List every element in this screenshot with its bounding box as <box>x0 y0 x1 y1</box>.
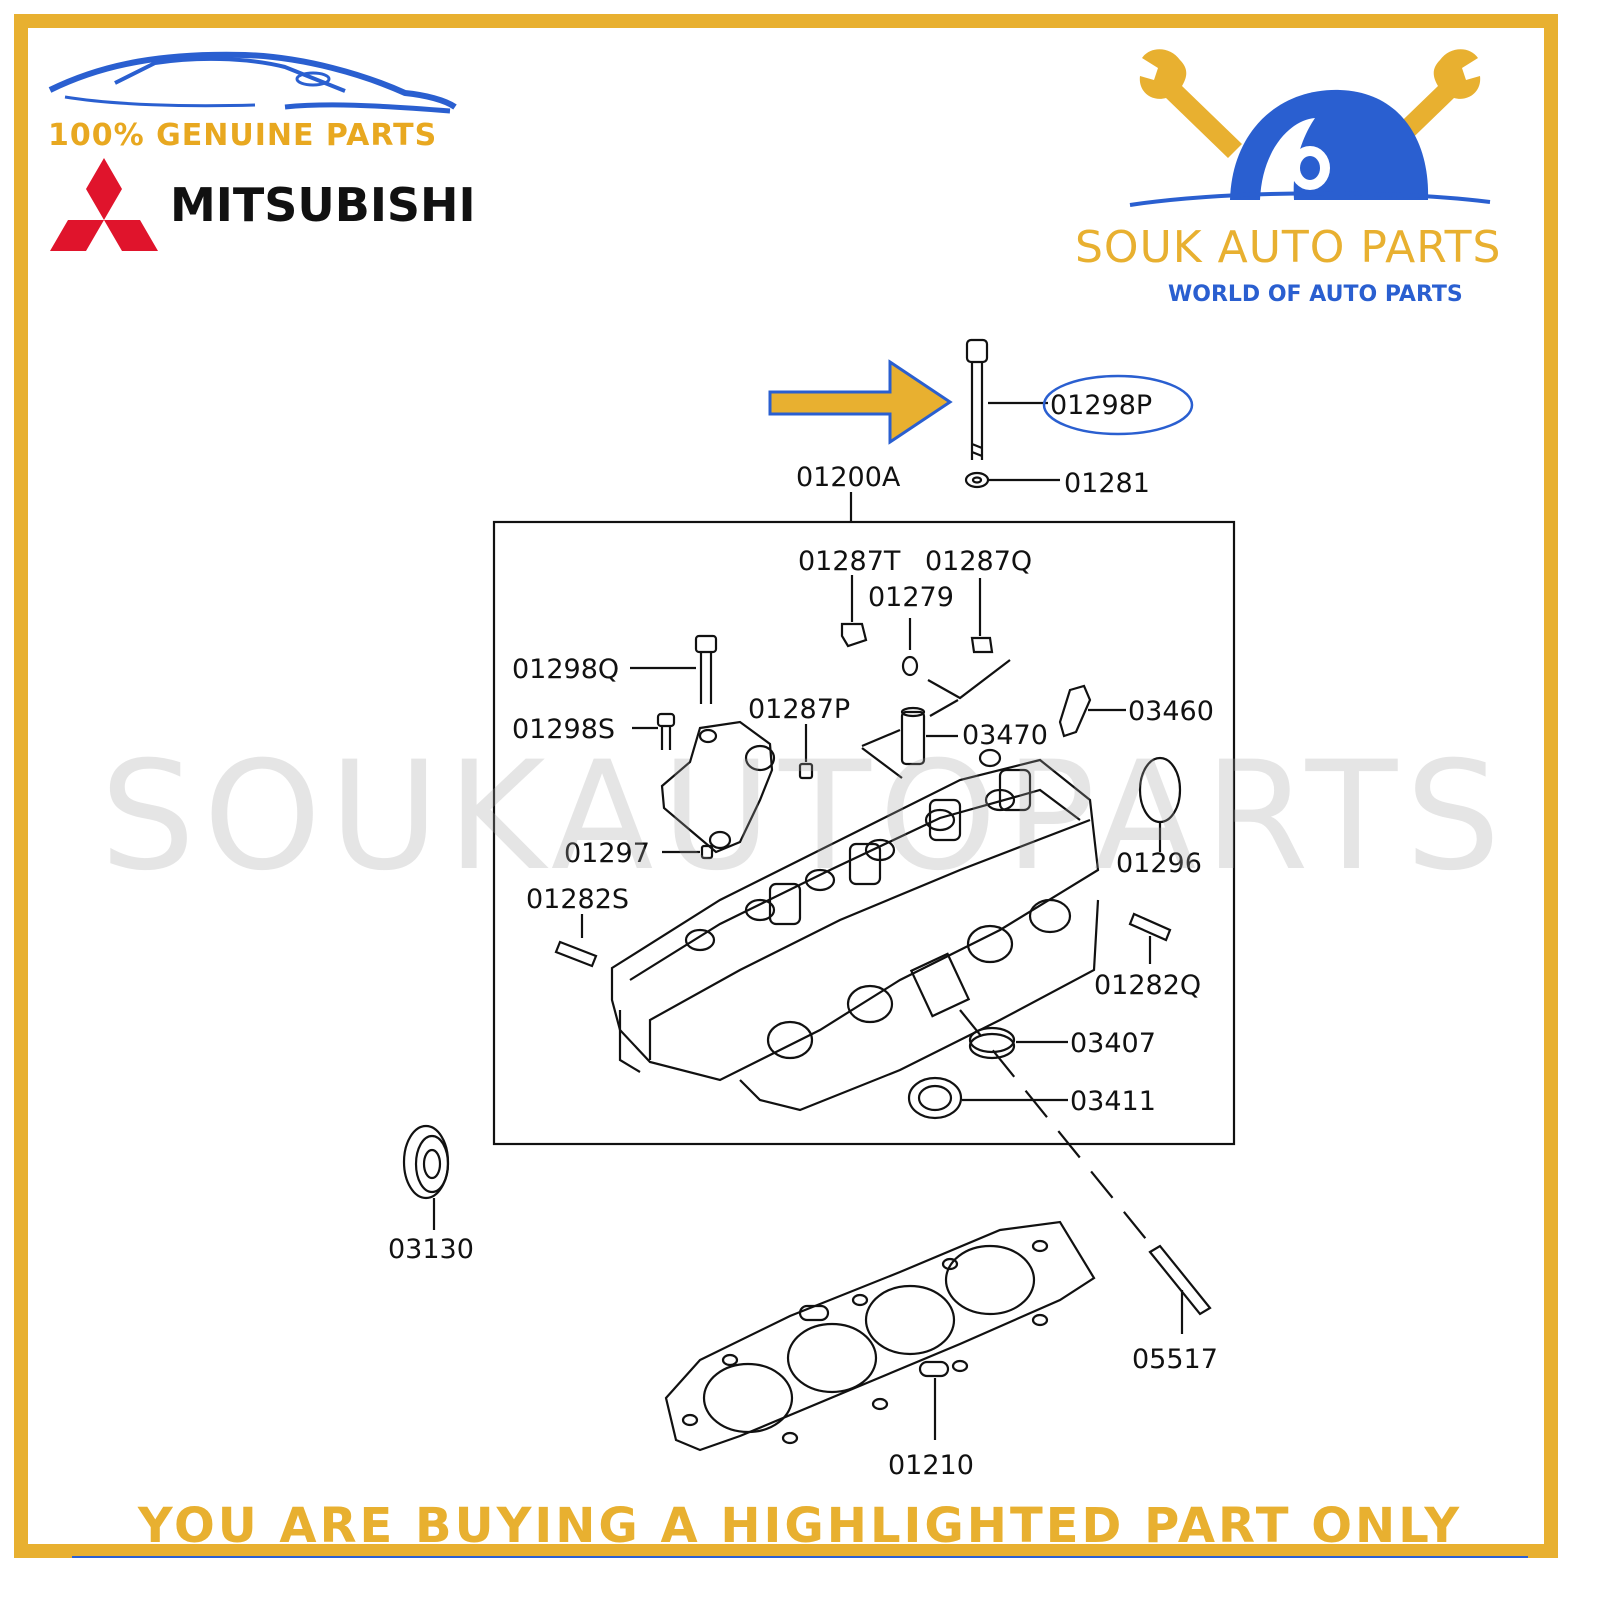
purchase-notice: YOU ARE BUYING A HIGHLIGHTED PART ONLY <box>137 1498 1463 1554</box>
shop-tagline: WORLD OF AUTO PARTS <box>1168 282 1463 307</box>
label-03130: 03130 <box>388 1234 474 1265</box>
bolt-01298P <box>965 338 1048 460</box>
brand-name: MITSUBISHI <box>170 178 476 232</box>
label-03470: 03470 <box>962 720 1048 751</box>
label-01210: 01210 <box>888 1450 974 1481</box>
gold-frame <box>14 14 1558 1558</box>
label-01282S: 01282S <box>526 884 629 915</box>
mitsubishi-logo-icon <box>50 158 158 251</box>
label-01297: 01297 <box>564 838 650 869</box>
shop-logo-icon <box>1129 49 1491 207</box>
label-01298S: 01298S <box>512 714 615 745</box>
label-01287Q: 01287Q <box>925 546 1032 577</box>
label-03460: 03460 <box>1128 696 1214 727</box>
highlight-arrow-icon <box>768 359 953 445</box>
label-01296: 01296 <box>1116 848 1202 879</box>
label-01200A: 01200A <box>796 462 901 493</box>
label-01287T: 01287T <box>798 546 901 577</box>
head-gasket <box>664 1220 1096 1452</box>
label-01279: 01279 <box>868 582 954 613</box>
label-01298P: 01298P <box>1050 390 1152 421</box>
cylinder-head <box>610 748 1100 1112</box>
car-logo-icon <box>48 51 457 114</box>
head-assembly-box <box>492 520 1236 1146</box>
label-03407: 03407 <box>1070 1028 1156 1059</box>
genuine-parts-text: 100% GENUINE PARTS <box>48 118 438 153</box>
bottom-rule <box>72 1556 1528 1558</box>
highlight-ring <box>1042 374 1194 436</box>
label-01298Q: 01298Q <box>512 654 619 685</box>
label-05517: 05517 <box>1132 1344 1218 1375</box>
label-01287P: 01287P <box>748 694 850 725</box>
label-01281: 01281 <box>1064 468 1150 499</box>
shop-name: SOUK AUTO PARTS <box>1075 222 1502 273</box>
label-03411: 03411 <box>1070 1086 1156 1117</box>
label-01282Q: 01282Q <box>1094 970 1201 1001</box>
